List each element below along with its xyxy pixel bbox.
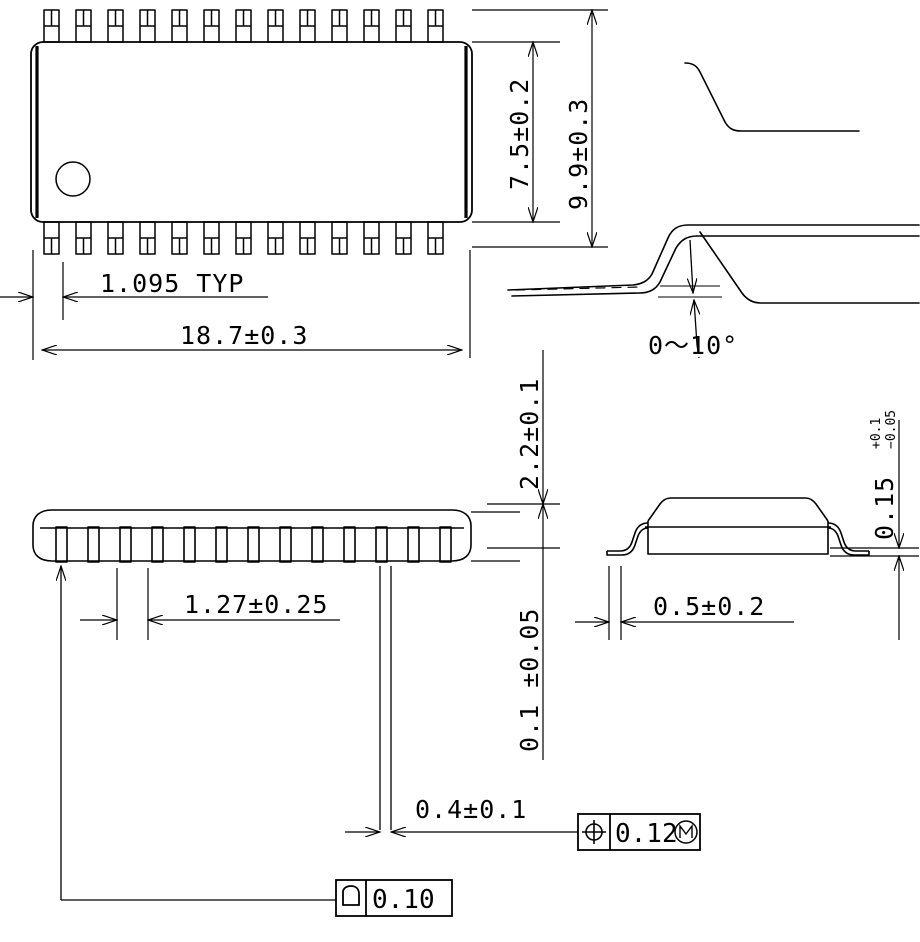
- lead-foot-dimension: [575, 566, 794, 640]
- position-tolerance-frame: 0.12: [577, 813, 701, 851]
- lead-pitch-dimension: [80, 568, 340, 640]
- dim-lead-thickness-tol-lower: −0.05: [884, 410, 899, 449]
- mmc-modifier-icon: [674, 820, 698, 844]
- flatness-tolerance-frame: 0.10: [335, 879, 453, 917]
- flatness-leader-line: [61, 566, 336, 901]
- flatness-tolerance-value: 0.10: [372, 885, 435, 915]
- lead-detail-view: [507, 62, 920, 304]
- dim-body-width-outer: 9.9±0.3: [564, 98, 593, 210]
- dim-lead-thickness-tol-upper: +0.1: [869, 418, 884, 449]
- dim-body-height: 2.2±0.1: [515, 378, 544, 490]
- dim-lead-foot-length: 0.5±0.2: [653, 592, 765, 621]
- flatness-symbol: [342, 885, 360, 906]
- lead-angle-dimension: [658, 239, 722, 359]
- position-symbol: [582, 820, 606, 844]
- top-view-lower-pins: [43, 221, 444, 255]
- front-side-view-leads: [55, 526, 452, 563]
- dim-lead-angle: 0～10°: [648, 331, 738, 360]
- top-view-upper-pins: [43, 9, 444, 43]
- top-view-horizontal-dimensions: [0, 250, 471, 360]
- end-side-view: [606, 497, 870, 556]
- top-view-body-outline: [30, 41, 473, 223]
- front-side-view: [32, 509, 520, 563]
- dim-lead-width: 0.4±0.1: [415, 795, 527, 824]
- dim-lead-thickness: 0.15: [870, 476, 899, 540]
- dim-body-length: 18.7±0.3: [180, 321, 308, 350]
- top-view: [30, 9, 473, 255]
- top-view-vertical-dimensions: [472, 10, 608, 247]
- position-tolerance-value: 0.12: [615, 819, 678, 849]
- dim-lead-pitch: 1.27±0.25: [184, 590, 328, 619]
- lead-thickness-dimension: [830, 420, 919, 640]
- dim-standoff: 0.1 ±0.05: [515, 608, 544, 752]
- dim-body-width-inner: 7.5±0.2: [505, 78, 534, 190]
- pin1-index-circle: [55, 161, 91, 197]
- lead-width-extension-lines: [379, 566, 392, 830]
- height-dimensions: [487, 350, 560, 760]
- dim-lead-offset-typ: 1.095 TYP: [100, 269, 244, 298]
